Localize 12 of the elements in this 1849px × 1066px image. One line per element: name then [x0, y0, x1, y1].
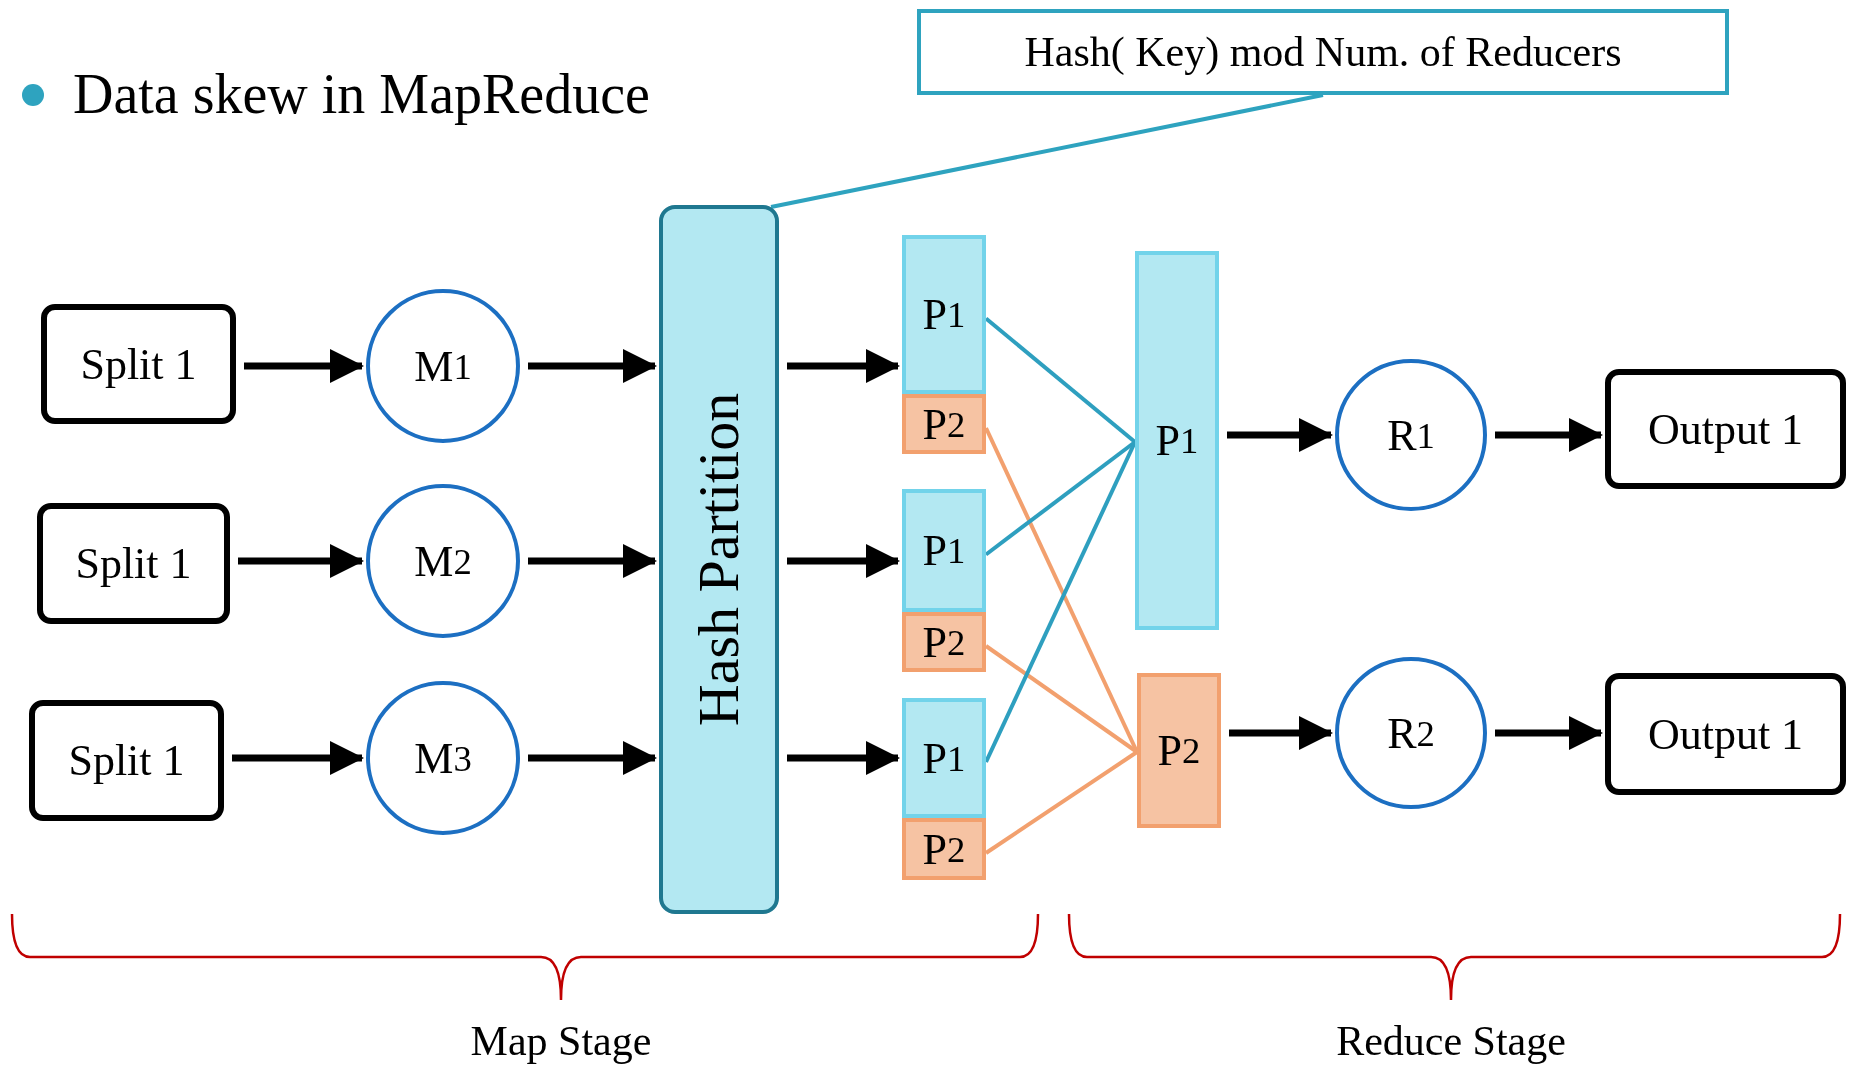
- stage-label: Reduce Stage: [1335, 1018, 1567, 1064]
- rounded-box: Split 1: [37, 503, 230, 624]
- rounded-box: Output 1: [1605, 673, 1846, 795]
- stage-label: Map Stage: [469, 1018, 653, 1064]
- rounded-box: Split 1: [29, 700, 224, 821]
- partition-bar: [659, 205, 779, 914]
- rounded-box: Split 1: [41, 304, 236, 424]
- formula-box: Hash( Key) mod Num. of Reducers: [917, 9, 1729, 95]
- title-text: Data skew in MapReduce: [73, 62, 650, 126]
- rotated-label: Hash Partition: [685, 392, 753, 727]
- rounded-box: Output 1: [1605, 369, 1846, 489]
- leader-line: [770, 93, 1324, 209]
